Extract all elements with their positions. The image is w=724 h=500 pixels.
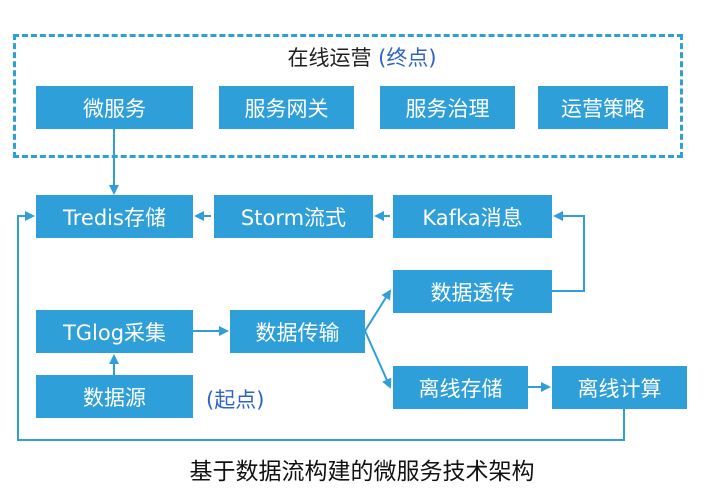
arrow-compute-loop-to-tredis [17,211,625,441]
diagram-caption: 基于数据流构建的微服务技术架构 [189,459,535,485]
offline-storage-box: 离线存储 [393,366,528,409]
group-title-text: 在线运营 [287,46,372,70]
data-passthrough-box: 数据透传 [393,270,552,313]
kafka-message-box: Kafka消息 [393,195,552,238]
data-source-box: 数据源 [36,375,193,418]
tredis-storage-box: Tredis存储 [36,195,193,238]
service-gateway-box: 服务网关 [219,86,354,129]
online-operations-group [13,34,683,158]
operation-strategy-box: 运营策略 [538,86,668,129]
data-transfer-box: 数据传输 [230,310,365,353]
arrow-transfer-to-offline-storage [364,330,392,389]
storm-stream-box: Storm流式 [214,195,373,238]
arrow-transfer-to-passthrough [364,289,392,332]
service-governance-box: 服务治理 [380,86,515,129]
arrow-passthrough-to-kafka [552,211,585,292]
microservice-box: 微服务 [36,86,193,129]
offline-compute-box: 离线计算 [552,366,687,409]
tglog-collection-box: TGlog采集 [36,310,193,353]
end-point-label: (终点) [378,46,437,70]
start-point-label: (起点) [206,388,265,412]
group-title: 在线运营 (终点) [0,42,724,72]
